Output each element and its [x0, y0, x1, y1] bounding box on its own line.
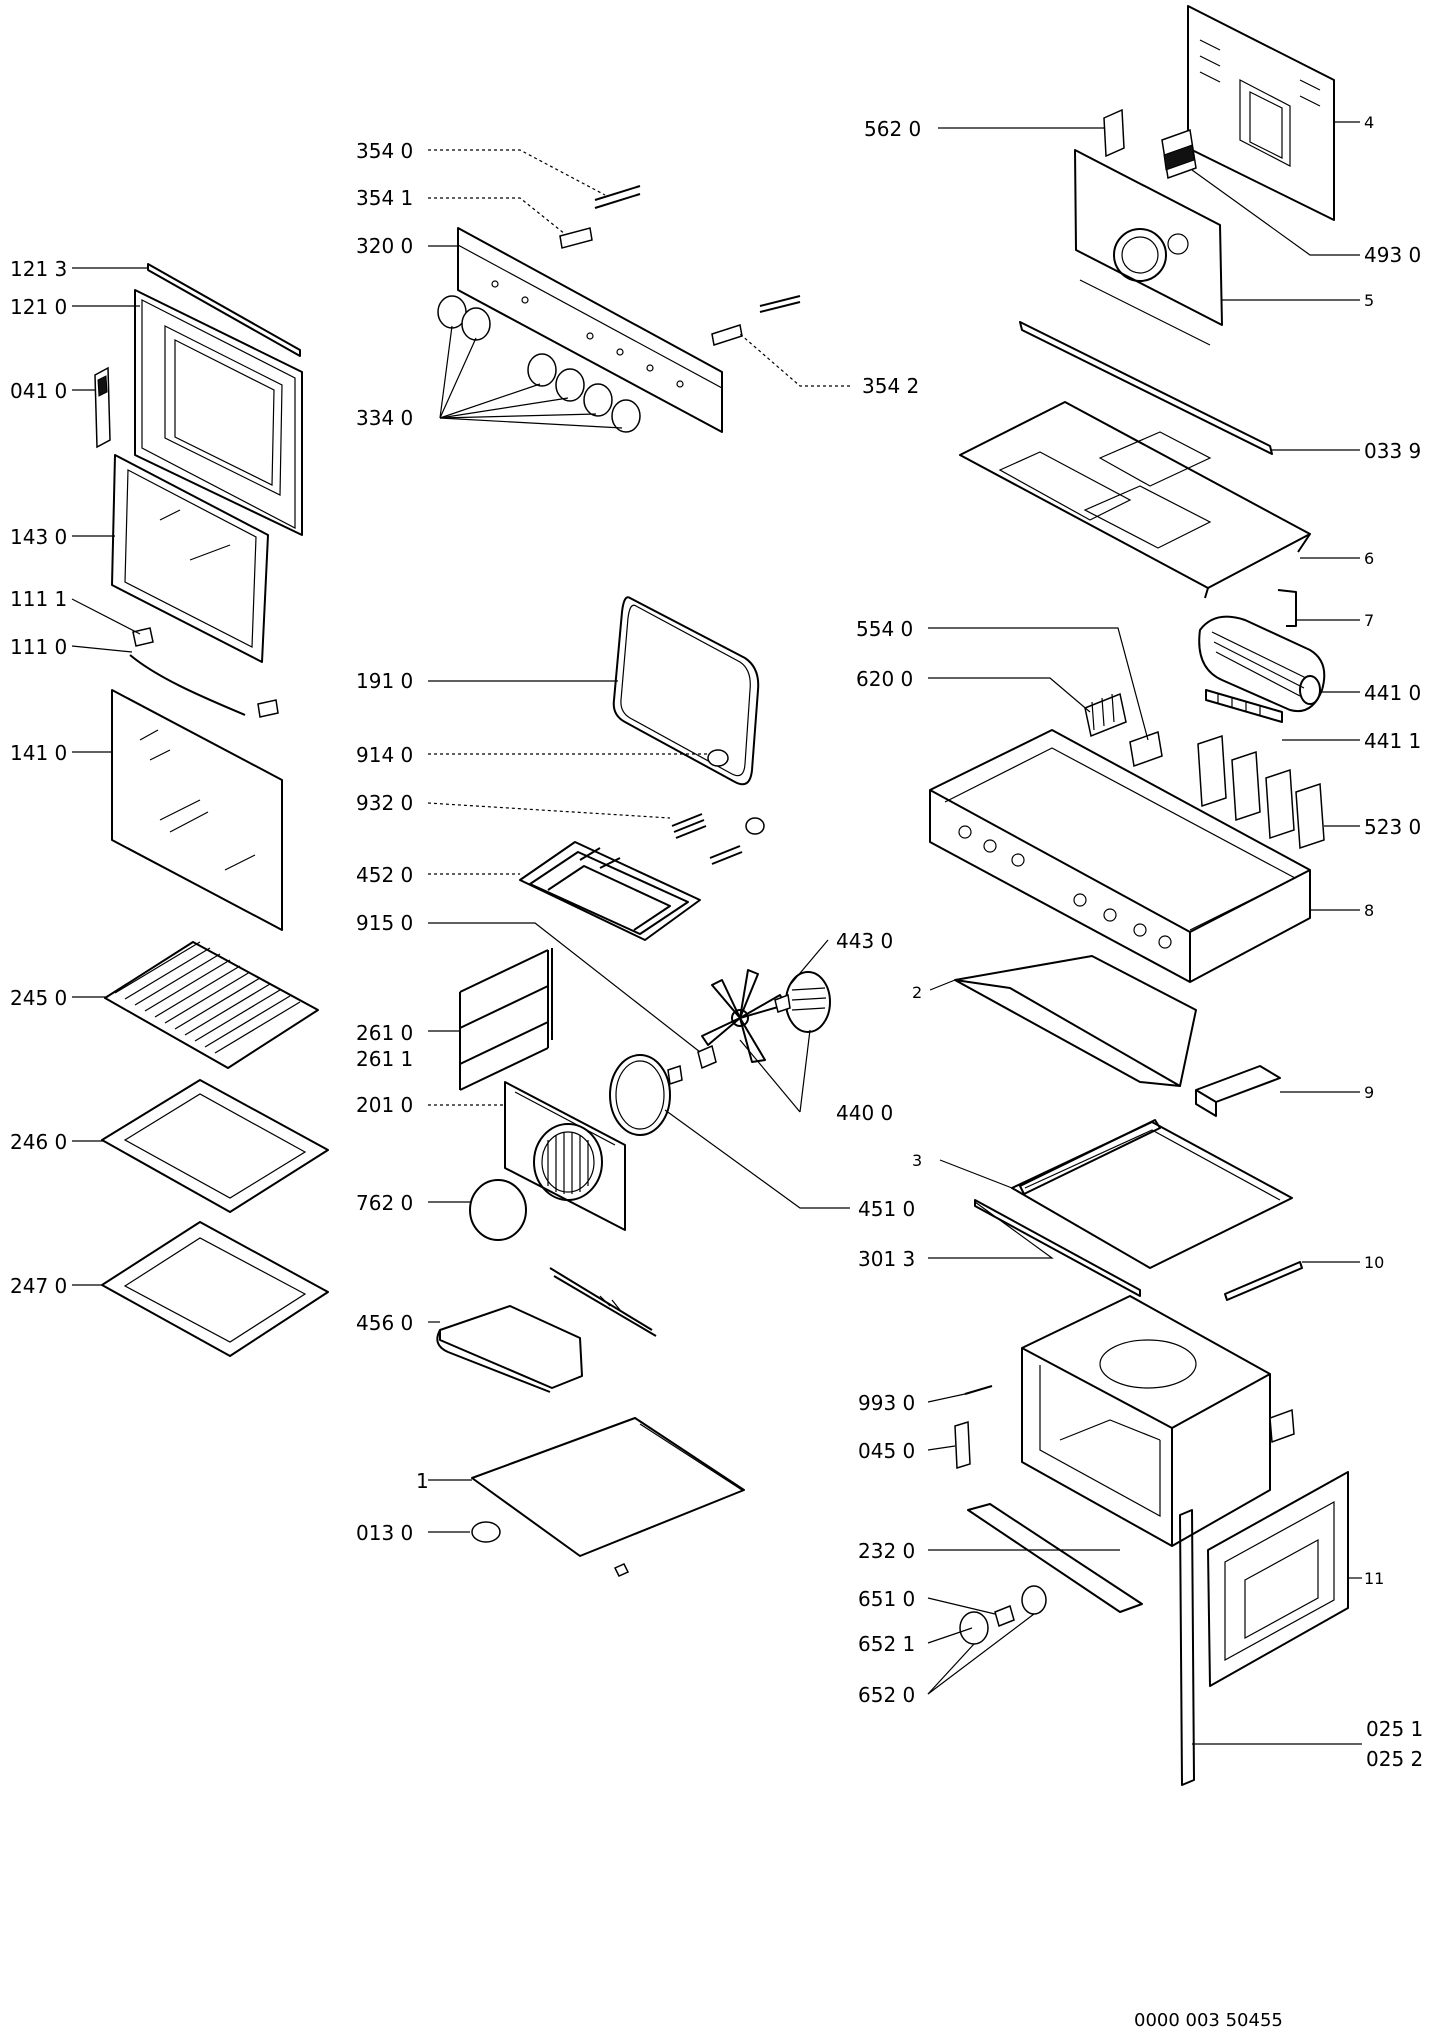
- back-panel: [1103, 5, 1335, 221]
- side-rails: [459, 948, 553, 1091]
- oven-cavity: [954, 1295, 1349, 1786]
- label-2611: 261 1: [356, 1047, 413, 1071]
- label-6200: 620 0: [856, 667, 913, 691]
- deep-tray: [101, 1221, 329, 1357]
- label-2010: 201 0: [356, 1093, 413, 1117]
- label-9150: 915 0: [356, 911, 413, 935]
- label-3540: 354 0: [356, 139, 413, 163]
- label-4520: 452 0: [356, 863, 413, 887]
- top-cover: [959, 401, 1311, 627]
- oven-door-assembly: [94, 263, 303, 931]
- part-labels: 354 0 354 1 320 0 334 0 354 2 121 3 121 …: [10, 113, 1423, 1771]
- label-3: 3: [912, 1151, 922, 1170]
- label-2610: 261 0: [356, 1021, 413, 1045]
- leader-lines: [71, 121, 1362, 1745]
- label-11: 11: [1364, 1569, 1384, 1588]
- label-1910: 191 0: [356, 669, 413, 693]
- label-2320: 232 0: [858, 1539, 915, 1563]
- label-2450: 245 0: [10, 986, 67, 1010]
- side-panels: [954, 955, 1281, 1117]
- control-box: [929, 692, 1325, 983]
- label-9930: 993 0: [858, 1391, 915, 1415]
- label-1430: 143 0: [10, 525, 67, 549]
- label-3013: 301 3: [858, 1247, 915, 1271]
- label-6520: 652 0: [858, 1683, 915, 1707]
- fan-and-motor: [469, 969, 831, 1241]
- grill-element: [519, 749, 765, 941]
- label-7: 7: [1364, 611, 1374, 630]
- label-0252: 025 2: [1366, 1747, 1423, 1771]
- fan-cover: [504, 1081, 626, 1231]
- label-5: 5: [1364, 291, 1374, 310]
- label-1: 1: [416, 1469, 429, 1493]
- label-3200: 320 0: [356, 234, 413, 258]
- label-2460: 246 0: [10, 1130, 67, 1154]
- label-3541: 354 1: [356, 186, 413, 210]
- wire-rack: [104, 941, 319, 1069]
- label-1213: 121 3: [10, 257, 67, 281]
- label-0251: 025 1: [1366, 1717, 1423, 1741]
- label-8: 8: [1364, 901, 1374, 920]
- baking-tray: [101, 1079, 329, 1213]
- label-5620: 562 0: [864, 117, 921, 141]
- diagram-code: 0000 003 50455: [1134, 2010, 1283, 2031]
- label-1210: 121 0: [10, 295, 67, 319]
- fan-motor-unit: [1198, 615, 1326, 723]
- label-3542: 354 2: [862, 374, 919, 398]
- label-7620: 762 0: [356, 1191, 413, 1215]
- label-4510: 451 0: [858, 1197, 915, 1221]
- label-1410: 141 0: [10, 741, 67, 765]
- label-1110: 111 0: [10, 635, 67, 659]
- label-4: 4: [1364, 113, 1374, 132]
- label-9320: 932 0: [356, 791, 413, 815]
- gasket: [612, 596, 760, 786]
- label-2470: 247 0: [10, 1274, 67, 1298]
- label-9140: 914 0: [356, 743, 413, 767]
- label-9: 9: [1364, 1083, 1374, 1102]
- label-4930: 493 0: [1364, 243, 1421, 267]
- base-plate: [471, 1417, 745, 1577]
- label-4411: 441 1: [1364, 729, 1421, 753]
- control-panel: [437, 185, 801, 433]
- label-5230: 523 0: [1364, 815, 1421, 839]
- label-0339: 033 9: [1364, 439, 1421, 463]
- label-0450: 045 0: [858, 1439, 915, 1463]
- oven-floor: [974, 1119, 1303, 1301]
- label-0410: 041 0: [10, 379, 67, 403]
- label-1111: 111 1: [10, 587, 67, 611]
- label-2: 2: [912, 983, 922, 1002]
- label-4430: 443 0: [836, 929, 893, 953]
- label-6510: 651 0: [858, 1587, 915, 1611]
- label-6: 6: [1364, 549, 1374, 568]
- label-5540: 554 0: [856, 617, 913, 641]
- rear-plate: [1019, 149, 1273, 455]
- label-4410: 441 0: [1364, 681, 1421, 705]
- label-3340: 334 0: [356, 406, 413, 430]
- label-4400: 440 0: [836, 1101, 893, 1125]
- label-4560: 456 0: [356, 1311, 413, 1335]
- label-10: 10: [1364, 1253, 1384, 1272]
- lower-element: [436, 1267, 657, 1393]
- label-0130: 013 0: [356, 1521, 413, 1545]
- label-6521: 652 1: [858, 1632, 915, 1656]
